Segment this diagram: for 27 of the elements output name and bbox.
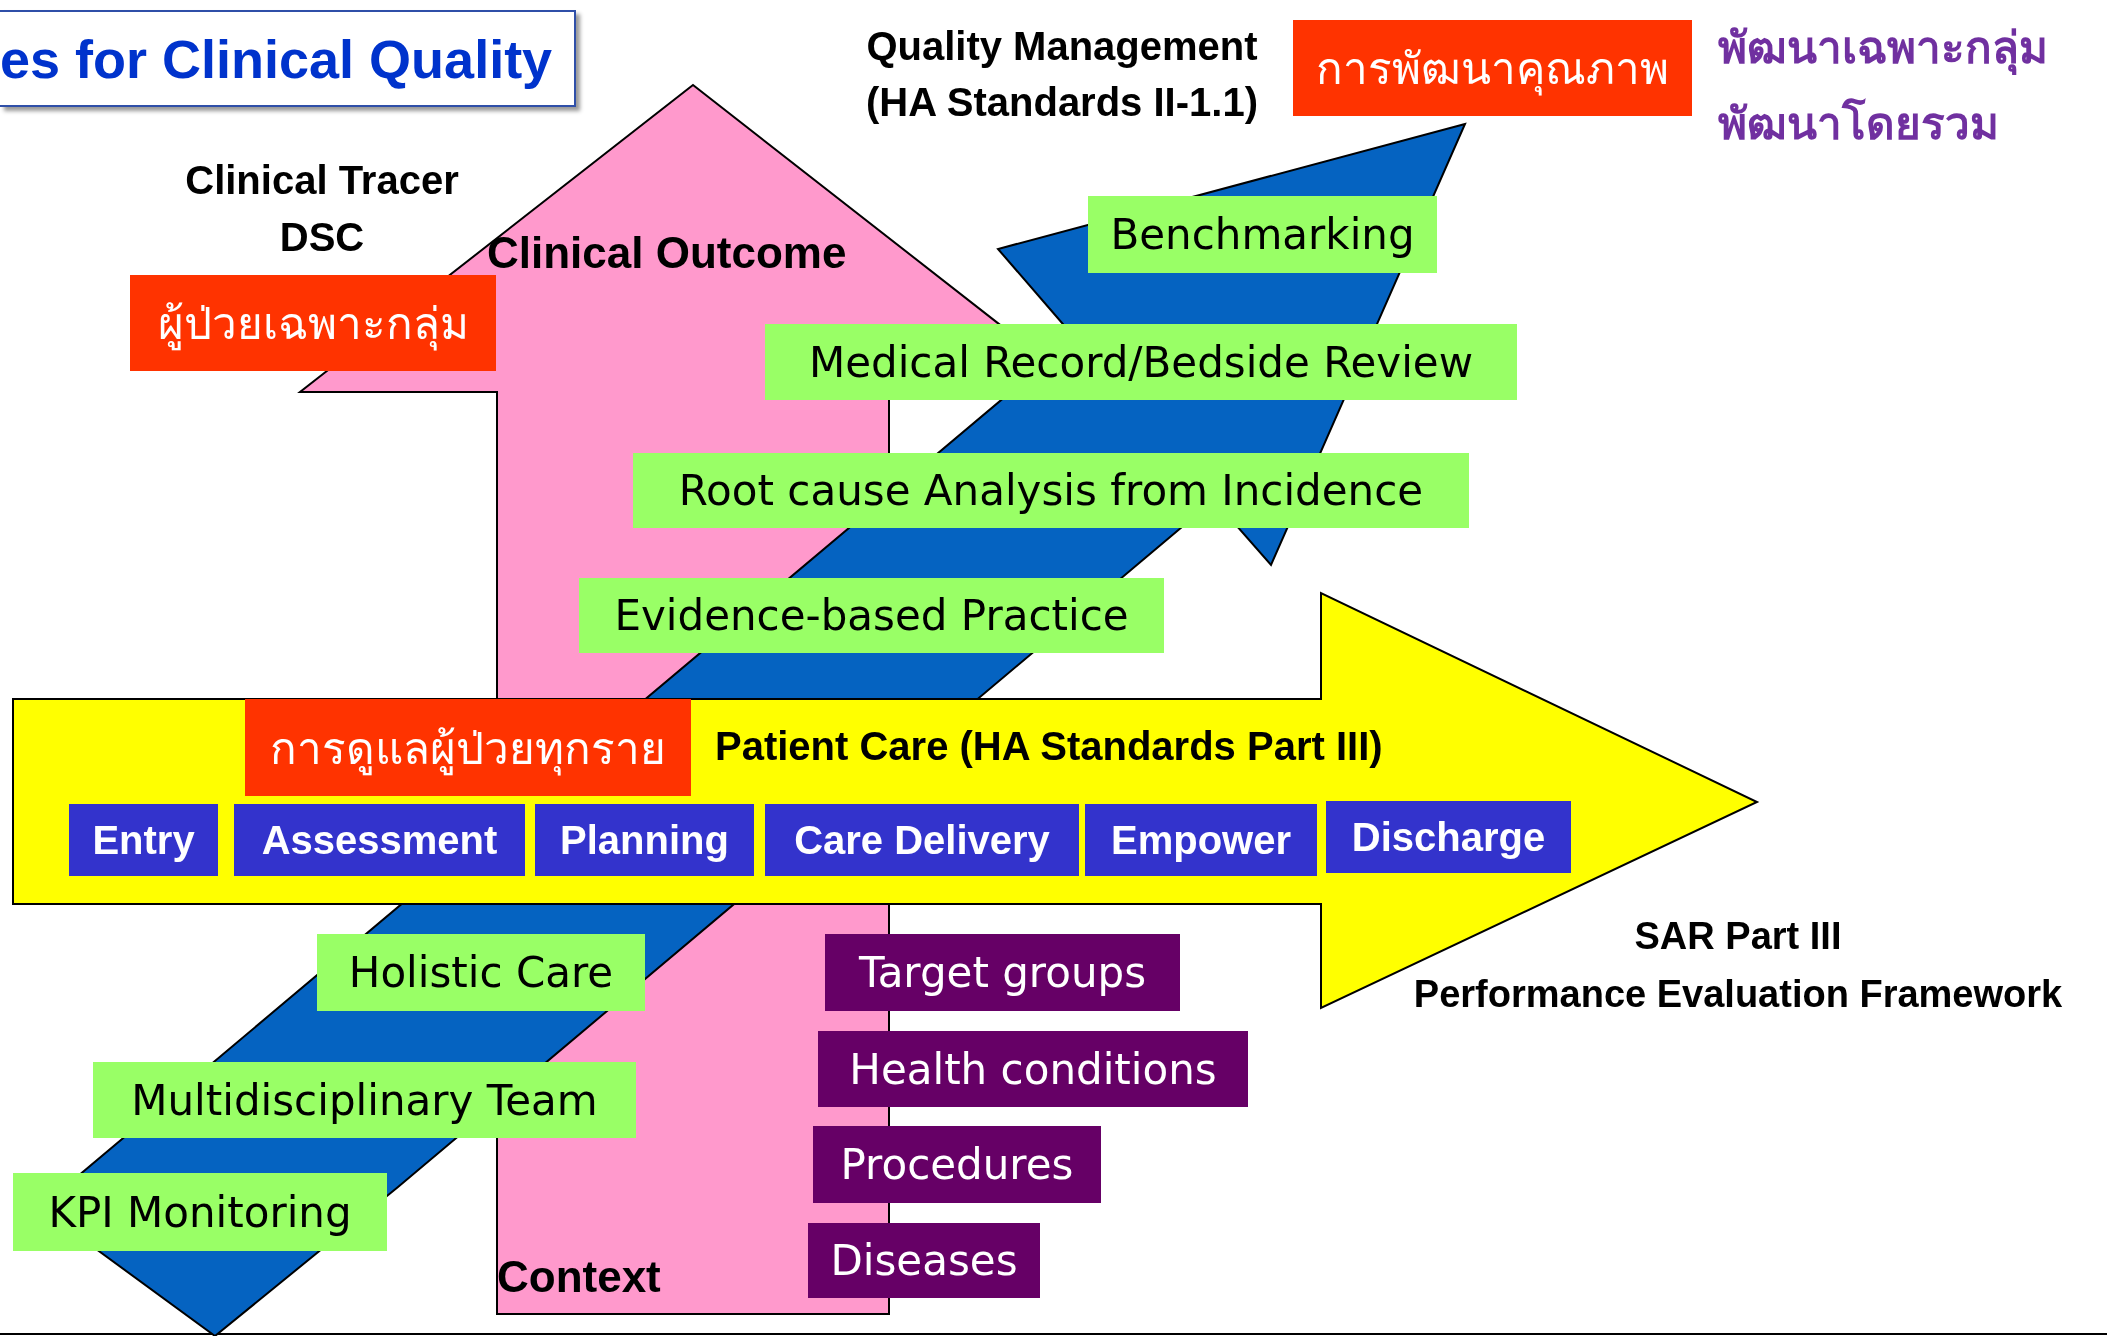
scope-box: Target groups — [825, 934, 1180, 1011]
scope-box: Diseases — [808, 1223, 1040, 1298]
step-box: Entry — [69, 804, 218, 876]
step-box: Assessment — [234, 804, 525, 876]
step-box: Planning — [535, 804, 754, 876]
method-box: Medical Record/Bedside Review — [765, 324, 1517, 400]
method-box: KPI Monitoring — [13, 1173, 387, 1251]
caption-text: Clinical Tracer — [185, 158, 459, 203]
arrow-label: Clinical Outcome — [487, 228, 847, 278]
step-box: Care Delivery — [765, 804, 1079, 876]
caption-text: DSC — [279, 215, 365, 260]
arrow-label: Patient Care (HA Standards Part III) — [715, 724, 1383, 769]
step-box: Empower — [1085, 804, 1317, 876]
scope-box: Procedures — [813, 1126, 1101, 1203]
subtitle-text: พัฒนาเฉพาะกลุ่ม — [1718, 12, 2048, 82]
caption-text: Performance Evaluation Framework — [1413, 973, 2063, 1016]
arrow-label: Context — [497, 1252, 661, 1302]
category-box: ผู้ป่วยเฉพาะกลุ่ม — [130, 275, 496, 371]
subtitle-text: พัฒนาโดยรวม — [1718, 97, 1999, 150]
caption-text: SAR Part III — [1634, 915, 1842, 958]
category-box: การพัฒนาคุณภาพ — [1293, 20, 1692, 116]
caption-text: Quality Management — [866, 24, 1258, 69]
caption-text: (HA Standards II-1.1) — [866, 80, 1258, 125]
title-banner: es for Clinical Quality — [0, 10, 577, 107]
step-box: Discharge — [1326, 801, 1571, 873]
category-box: การดูแลผู้ป่วยทุกราย — [245, 699, 691, 796]
scope-box: Health conditions — [818, 1031, 1248, 1107]
